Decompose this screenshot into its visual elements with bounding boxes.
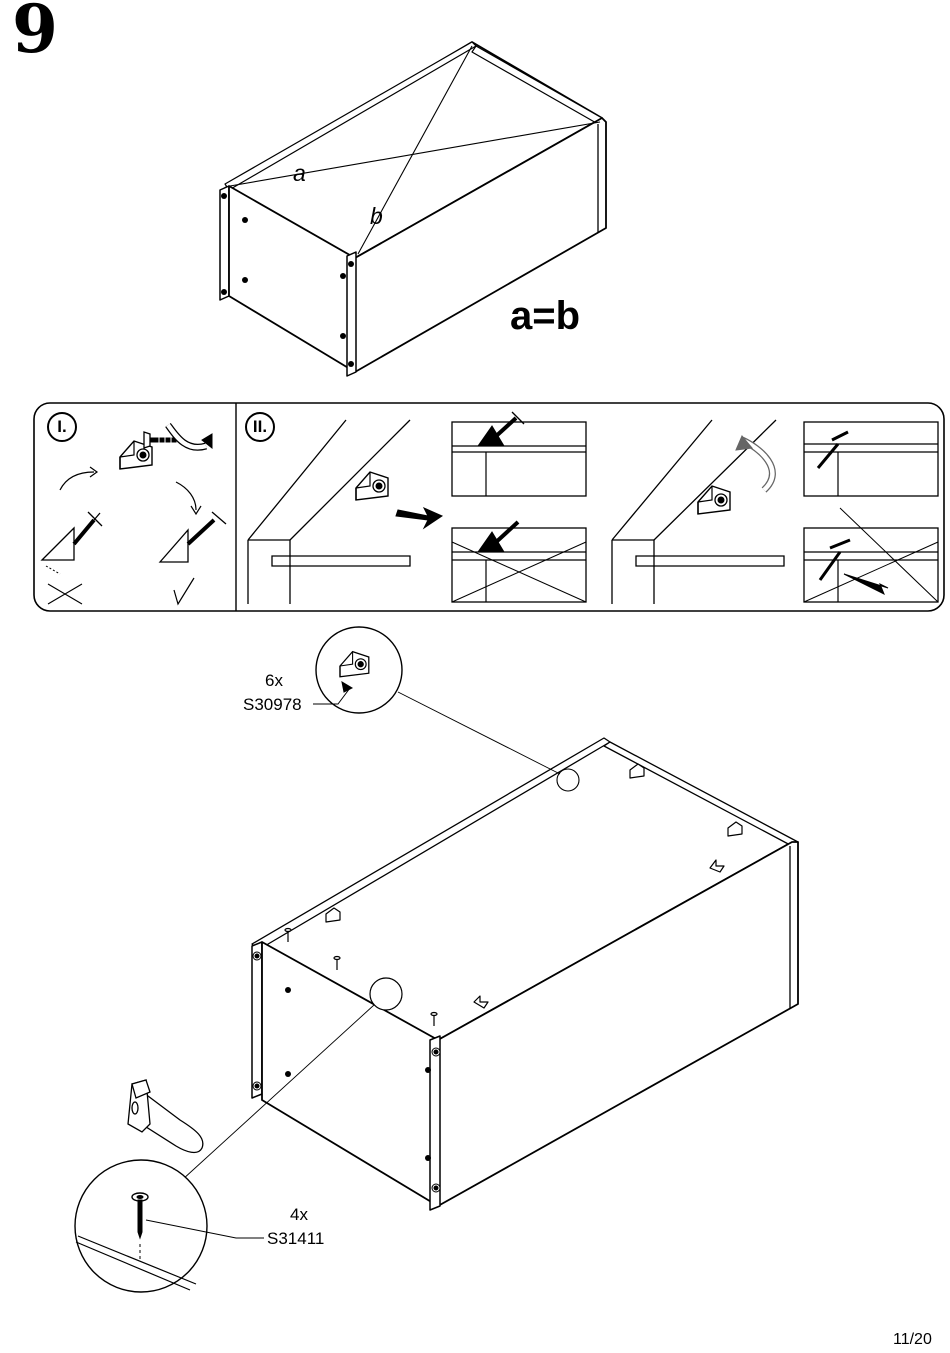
main-cabinet	[252, 738, 798, 1210]
diagonal-label-b: b	[370, 203, 383, 230]
step-one-badge: I.	[47, 412, 77, 442]
bracket-part-code: S30978	[243, 696, 302, 713]
diagonal-equation: a=b	[510, 296, 580, 336]
nail-quantity: 4x	[290, 1206, 308, 1223]
step-one-illustration	[42, 425, 226, 604]
step-two-badge: II.	[245, 412, 275, 442]
bracket-quantity: 6x	[265, 672, 283, 689]
step-two-illustration-left	[248, 412, 586, 604]
bracket-callout	[313, 627, 579, 791]
step-number: 9	[12, 0, 58, 62]
nail-part-code: S31411	[267, 1230, 324, 1247]
instruction-panel	[34, 403, 944, 611]
page-number: 11/20	[893, 1331, 932, 1349]
step-two-illustration-right	[612, 420, 938, 604]
hammer-icon	[128, 1080, 203, 1152]
diagonal-label-a: a	[293, 160, 306, 187]
